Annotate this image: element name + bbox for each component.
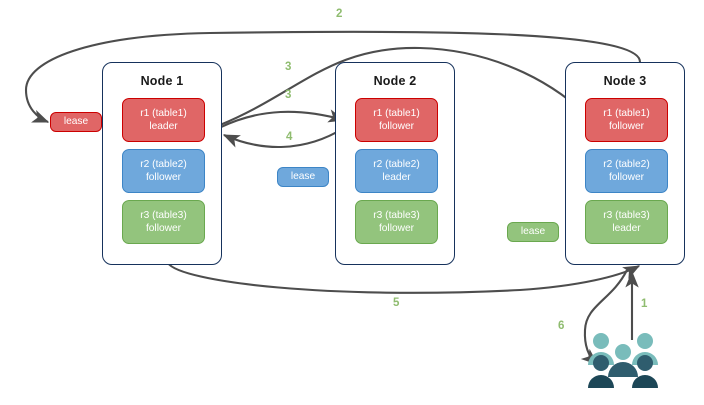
replica-role: follower xyxy=(145,222,182,234)
lease-badge-r1[interactable]: lease xyxy=(50,112,102,132)
node-title-node2: Node 2 xyxy=(373,74,417,88)
node-box-node1[interactable]: Node 1 r1 (table1) leader r2 (table2) fo… xyxy=(102,62,222,265)
edge-step-4 xyxy=(222,127,345,148)
replica-node1-r1[interactable]: r1 (table1) leader xyxy=(122,98,205,142)
node-box-node3[interactable]: Node 3 r1 (table1) follower r2 (table2) … xyxy=(565,62,685,265)
replica-role: leader xyxy=(612,222,641,234)
replica-node1-r3[interactable]: r3 (table3) follower xyxy=(122,200,205,244)
node-title-node3: Node 3 xyxy=(603,74,647,88)
step-label-2: 2 xyxy=(336,8,343,20)
replica-node2-r1[interactable]: r1 (table1) follower xyxy=(355,98,438,142)
edge-step-3-long xyxy=(219,46,589,126)
replica-name: r1 (table1) xyxy=(140,108,187,120)
step-label-1: 1 xyxy=(641,298,648,310)
replica-name: r3 (table3) xyxy=(373,210,420,222)
step-label-3b: 3 xyxy=(285,89,292,101)
step-label-6: 6 xyxy=(558,320,565,332)
replica-name: r1 (table1) xyxy=(373,108,420,120)
edge-step-2 xyxy=(24,30,642,123)
replica-role: follower xyxy=(378,120,415,132)
replica-role: follower xyxy=(378,222,415,234)
edge-step-3-short xyxy=(218,109,346,129)
replica-name: r2 (table2) xyxy=(373,159,420,171)
replica-role: leader xyxy=(382,171,411,183)
replica-node3-r2[interactable]: r2 (table2) follower xyxy=(585,149,668,193)
step-label-3a: 3 xyxy=(285,61,292,73)
replica-name: r3 (table3) xyxy=(603,210,650,222)
edge-step-5 xyxy=(167,262,641,294)
lease-badge-r3[interactable]: lease xyxy=(507,222,559,242)
replica-name: r2 (table2) xyxy=(603,159,650,171)
replica-node3-r3[interactable]: r3 (table3) leader xyxy=(585,200,668,244)
replica-role: follower xyxy=(608,120,645,132)
node-title-node1: Node 1 xyxy=(140,74,184,88)
replica-node1-r2[interactable]: r2 (table2) follower xyxy=(122,149,205,193)
step-label-4: 4 xyxy=(286,131,293,143)
step-label-5: 5 xyxy=(393,297,400,309)
replica-node3-r1[interactable]: r1 (table1) follower xyxy=(585,98,668,142)
users-group-icon xyxy=(588,333,658,388)
replica-node2-r2[interactable]: r2 (table2) leader xyxy=(355,149,438,193)
node-box-node2[interactable]: Node 2 r1 (table1) follower r2 (table2) … xyxy=(335,62,455,265)
lease-badge-r2[interactable]: lease xyxy=(277,167,329,187)
replica-role: follower xyxy=(145,171,182,183)
replica-role: leader xyxy=(149,120,178,132)
replica-node2-r3[interactable]: r3 (table3) follower xyxy=(355,200,438,244)
edge-step-6 xyxy=(580,269,628,365)
replica-name: r3 (table3) xyxy=(140,210,187,222)
replica-name: r1 (table1) xyxy=(603,108,650,120)
replica-role: follower xyxy=(608,171,645,183)
replica-name: r2 (table2) xyxy=(140,159,187,171)
